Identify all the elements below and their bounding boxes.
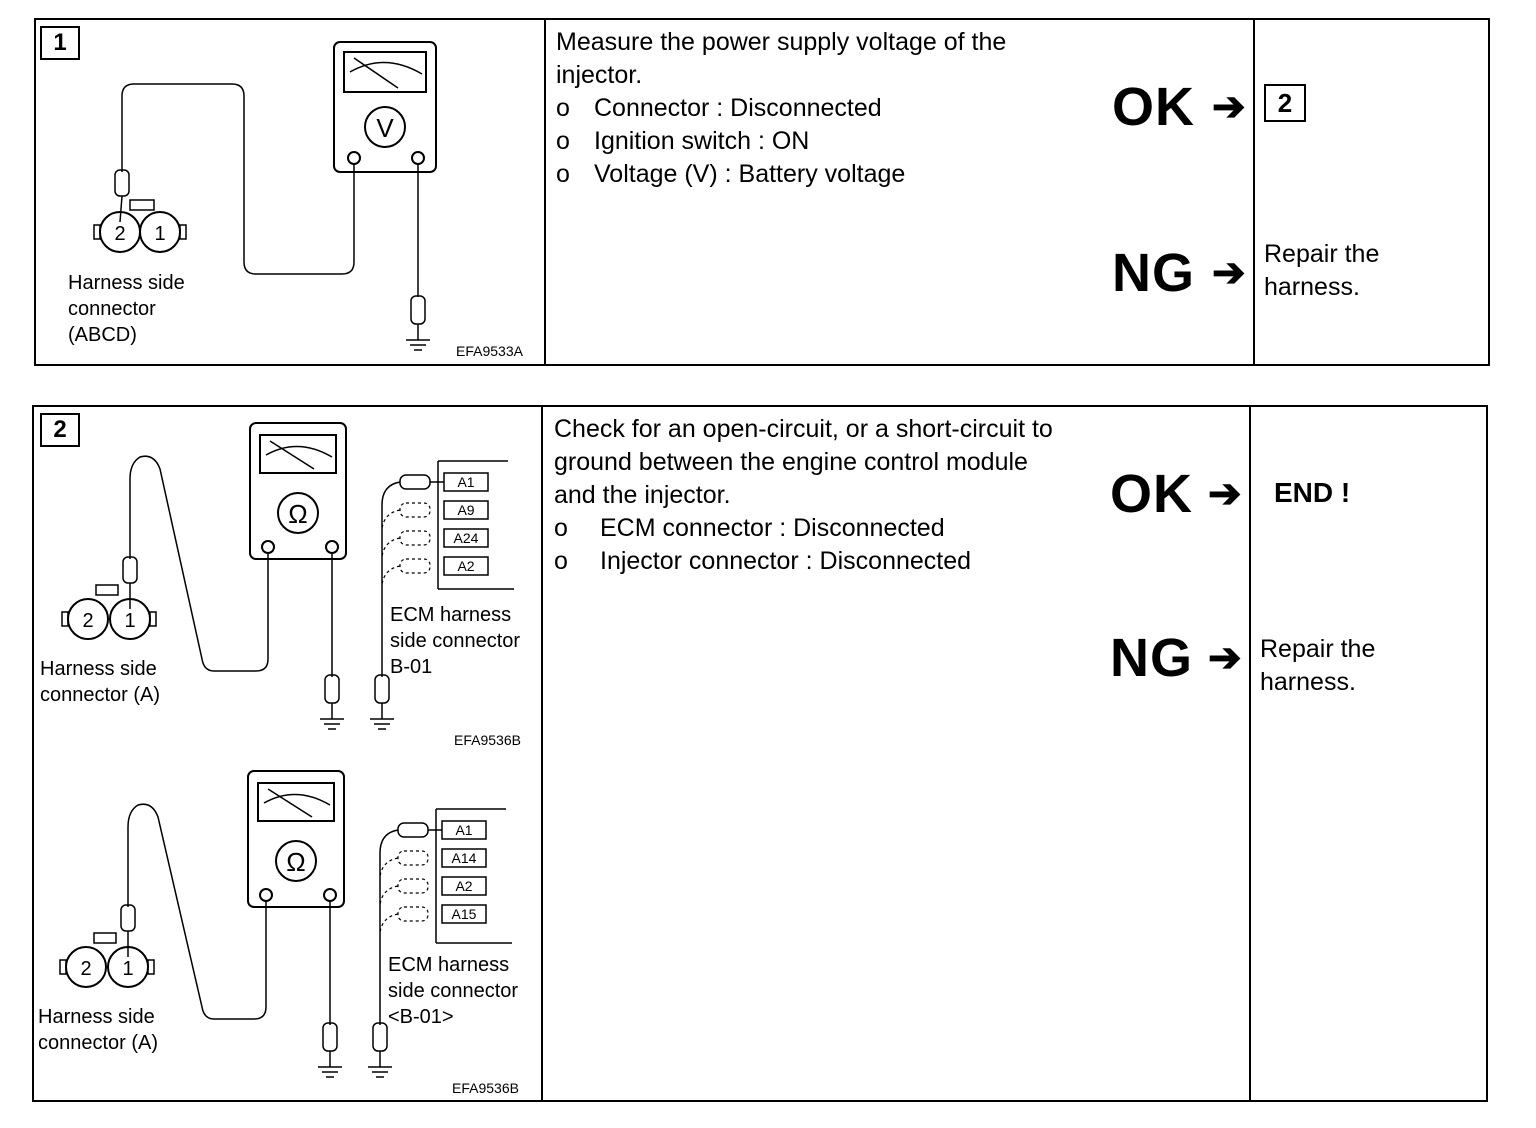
svg-text:2: 2 bbox=[80, 958, 91, 980]
svg-text:ECM harness: ECM harness bbox=[390, 604, 511, 626]
step-1-instruction: Measure the power supply voltage of the … bbox=[556, 28, 1007, 188]
step-number: 2 bbox=[40, 413, 80, 447]
step-1-block: 1 V 2 1 Harness side connector (AB bbox=[34, 18, 1490, 366]
svg-text:EFA9536B: EFA9536B bbox=[454, 732, 521, 748]
svg-text:B-01: B-01 bbox=[390, 656, 432, 678]
svg-text:1: 1 bbox=[154, 223, 165, 245]
svg-text:A14: A14 bbox=[452, 850, 477, 866]
svg-text:A2: A2 bbox=[455, 878, 472, 894]
svg-text:ECM harness: ECM harness bbox=[388, 954, 509, 976]
svg-text:side connector: side connector bbox=[388, 980, 518, 1002]
step-number: 1 bbox=[40, 26, 80, 60]
resistance-test-diagram-2: Ω 2 1 Harness side connector (A) A1 A14 … bbox=[38, 770, 519, 1096]
svg-text:A1: A1 bbox=[457, 474, 474, 490]
column-divider bbox=[544, 20, 546, 364]
svg-text:(ABCD): (ABCD) bbox=[68, 324, 137, 346]
arrow-right-icon: ➔ bbox=[1212, 85, 1246, 129]
arrow-right-icon: ➔ bbox=[1208, 472, 1242, 516]
ok-label: OK bbox=[1112, 77, 1195, 137]
ng-result: Repair the harness. bbox=[1260, 635, 1376, 696]
figure-id: EFA9533A bbox=[456, 343, 524, 359]
svg-text:1: 1 bbox=[124, 610, 135, 632]
svg-text:A1: A1 bbox=[455, 822, 472, 838]
svg-text:Harness side: Harness side bbox=[40, 658, 157, 680]
connector-icon bbox=[129, 199, 155, 211]
svg-text:A2: A2 bbox=[457, 558, 474, 574]
svg-text:side connector: side connector bbox=[390, 630, 520, 652]
arrow-right-icon: ➔ bbox=[1208, 636, 1242, 680]
resistance-test-diagram-1: Ω 2 1 Harness side connector (A) A1 A9 A… bbox=[40, 422, 521, 748]
svg-text:Harness side: Harness side bbox=[38, 1006, 155, 1028]
ng-label: NG bbox=[1112, 243, 1195, 303]
meter-symbol: Ω bbox=[286, 847, 305, 877]
svg-text:EFA9536B: EFA9536B bbox=[452, 1080, 519, 1096]
column-divider bbox=[1253, 20, 1255, 364]
ng-label: NG bbox=[1110, 628, 1193, 688]
svg-text:2: 2 bbox=[114, 223, 125, 245]
column-divider bbox=[1249, 407, 1251, 1100]
step-2-block: 2 Ω 2 1 Harness side connector (A) bbox=[32, 405, 1488, 1102]
ng-result: Repair the harness. bbox=[1264, 240, 1380, 301]
end-result: END ! bbox=[1274, 477, 1351, 508]
voltage-test-diagram: V 2 1 Harness side connector (ABCD) EFA9… bbox=[68, 41, 524, 359]
arrow-right-icon: ➔ bbox=[1212, 251, 1246, 295]
multimeter-icon bbox=[333, 41, 437, 173]
svg-text:1: 1 bbox=[122, 958, 133, 980]
column-divider bbox=[541, 407, 543, 1100]
goto-step-link[interactable]: 2 bbox=[1264, 84, 1306, 122]
svg-text:A9: A9 bbox=[457, 502, 474, 518]
svg-text:connector (A): connector (A) bbox=[40, 684, 160, 706]
svg-text:A24: A24 bbox=[454, 530, 479, 546]
step-2-instruction: Check for an open-circuit, or a short-ci… bbox=[554, 415, 1053, 575]
svg-text:A15: A15 bbox=[452, 906, 477, 922]
svg-text:<B-01>: <B-01> bbox=[388, 1006, 454, 1028]
svg-text:connector: connector bbox=[68, 298, 156, 320]
meter-symbol: Ω bbox=[288, 499, 307, 529]
ok-label: OK bbox=[1110, 464, 1193, 524]
meter-symbol: V bbox=[376, 113, 394, 143]
svg-text:connector (A): connector (A) bbox=[38, 1032, 158, 1054]
figure-caption: Harness side bbox=[68, 272, 185, 294]
svg-text:2: 2 bbox=[82, 610, 93, 632]
